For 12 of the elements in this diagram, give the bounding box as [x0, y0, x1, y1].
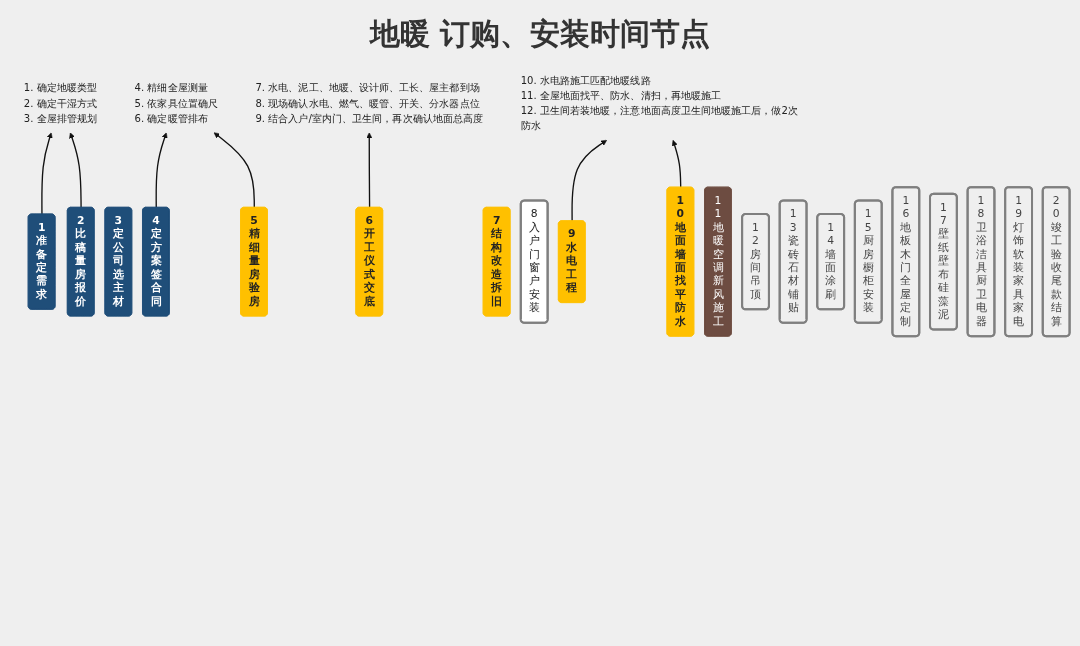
arrow: [571, 139, 607, 222]
arrow: [671, 139, 682, 189]
node-text: 1. 确定地暖类型 2. 确定干湿方式 3. 全屋排管规划: [23, 81, 98, 125]
arrow: [366, 132, 373, 209]
node-text: 4. 精细全屋测量 5. 依家具位置确尺 6. 确定暖管排布: [134, 81, 218, 125]
node-text: 7. 水电、泥工、地暖、设计师、工长、屋主都到场 8. 现场确认水电、燃气、暖管、开关、分水器点位 9. 结合入户/室内门、卫生间，再次确认地面总高度: [255, 81, 484, 125]
diagram-title: 地暖 订购、安装时间节点: [368, 15, 712, 53]
arrow: [69, 132, 82, 209]
arrow: [155, 132, 168, 209]
arrow: [213, 132, 255, 209]
node-text: 10. 水电路施工匹配地暖线路 11. 全屋地面找平、防水、清扫，再地暖施工 12. 卫生间若装地暖，注意地面高度卫生间地暖施工后，做2次防水: [520, 74, 798, 132]
arrow: [41, 132, 53, 215]
